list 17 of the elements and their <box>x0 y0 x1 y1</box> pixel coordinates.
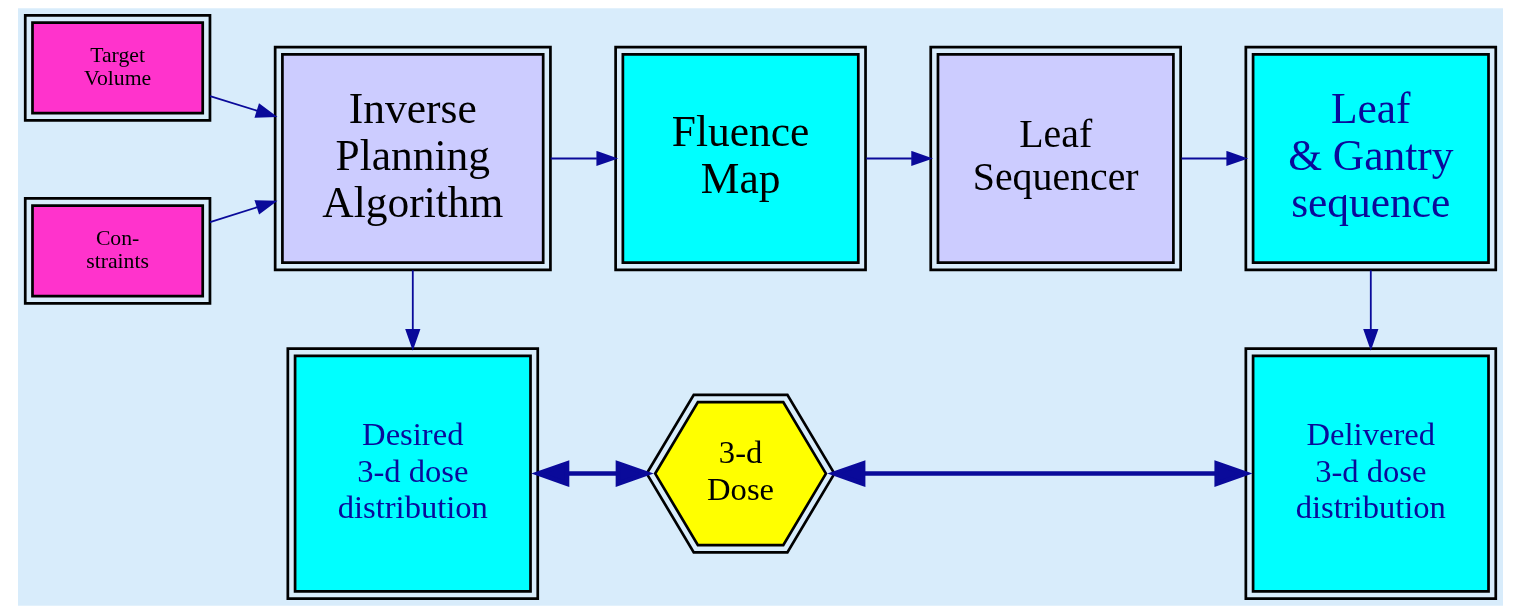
node-box: Inverse Planning Algorithm <box>273 45 552 272</box>
arrow <box>1180 150 1249 167</box>
arrow <box>209 200 278 224</box>
node-box: Target Volume <box>23 14 212 122</box>
arrow <box>1363 269 1379 351</box>
arrow <box>531 460 654 487</box>
node-box: Con- straints <box>23 197 212 305</box>
node-box: Delivered 3-d dose distribution <box>1244 347 1498 600</box>
arrow <box>405 269 421 351</box>
arrow <box>827 460 1253 487</box>
node-box: Desired 3-d dose distribution <box>286 347 540 600</box>
node-box: Leaf Sequencer <box>929 45 1182 272</box>
arrow <box>549 150 619 167</box>
node-box: Fluence Map <box>614 45 867 272</box>
arrow <box>209 95 278 118</box>
node-box: Leaf & Gantry sequence <box>1244 45 1498 272</box>
arrow <box>865 150 934 167</box>
